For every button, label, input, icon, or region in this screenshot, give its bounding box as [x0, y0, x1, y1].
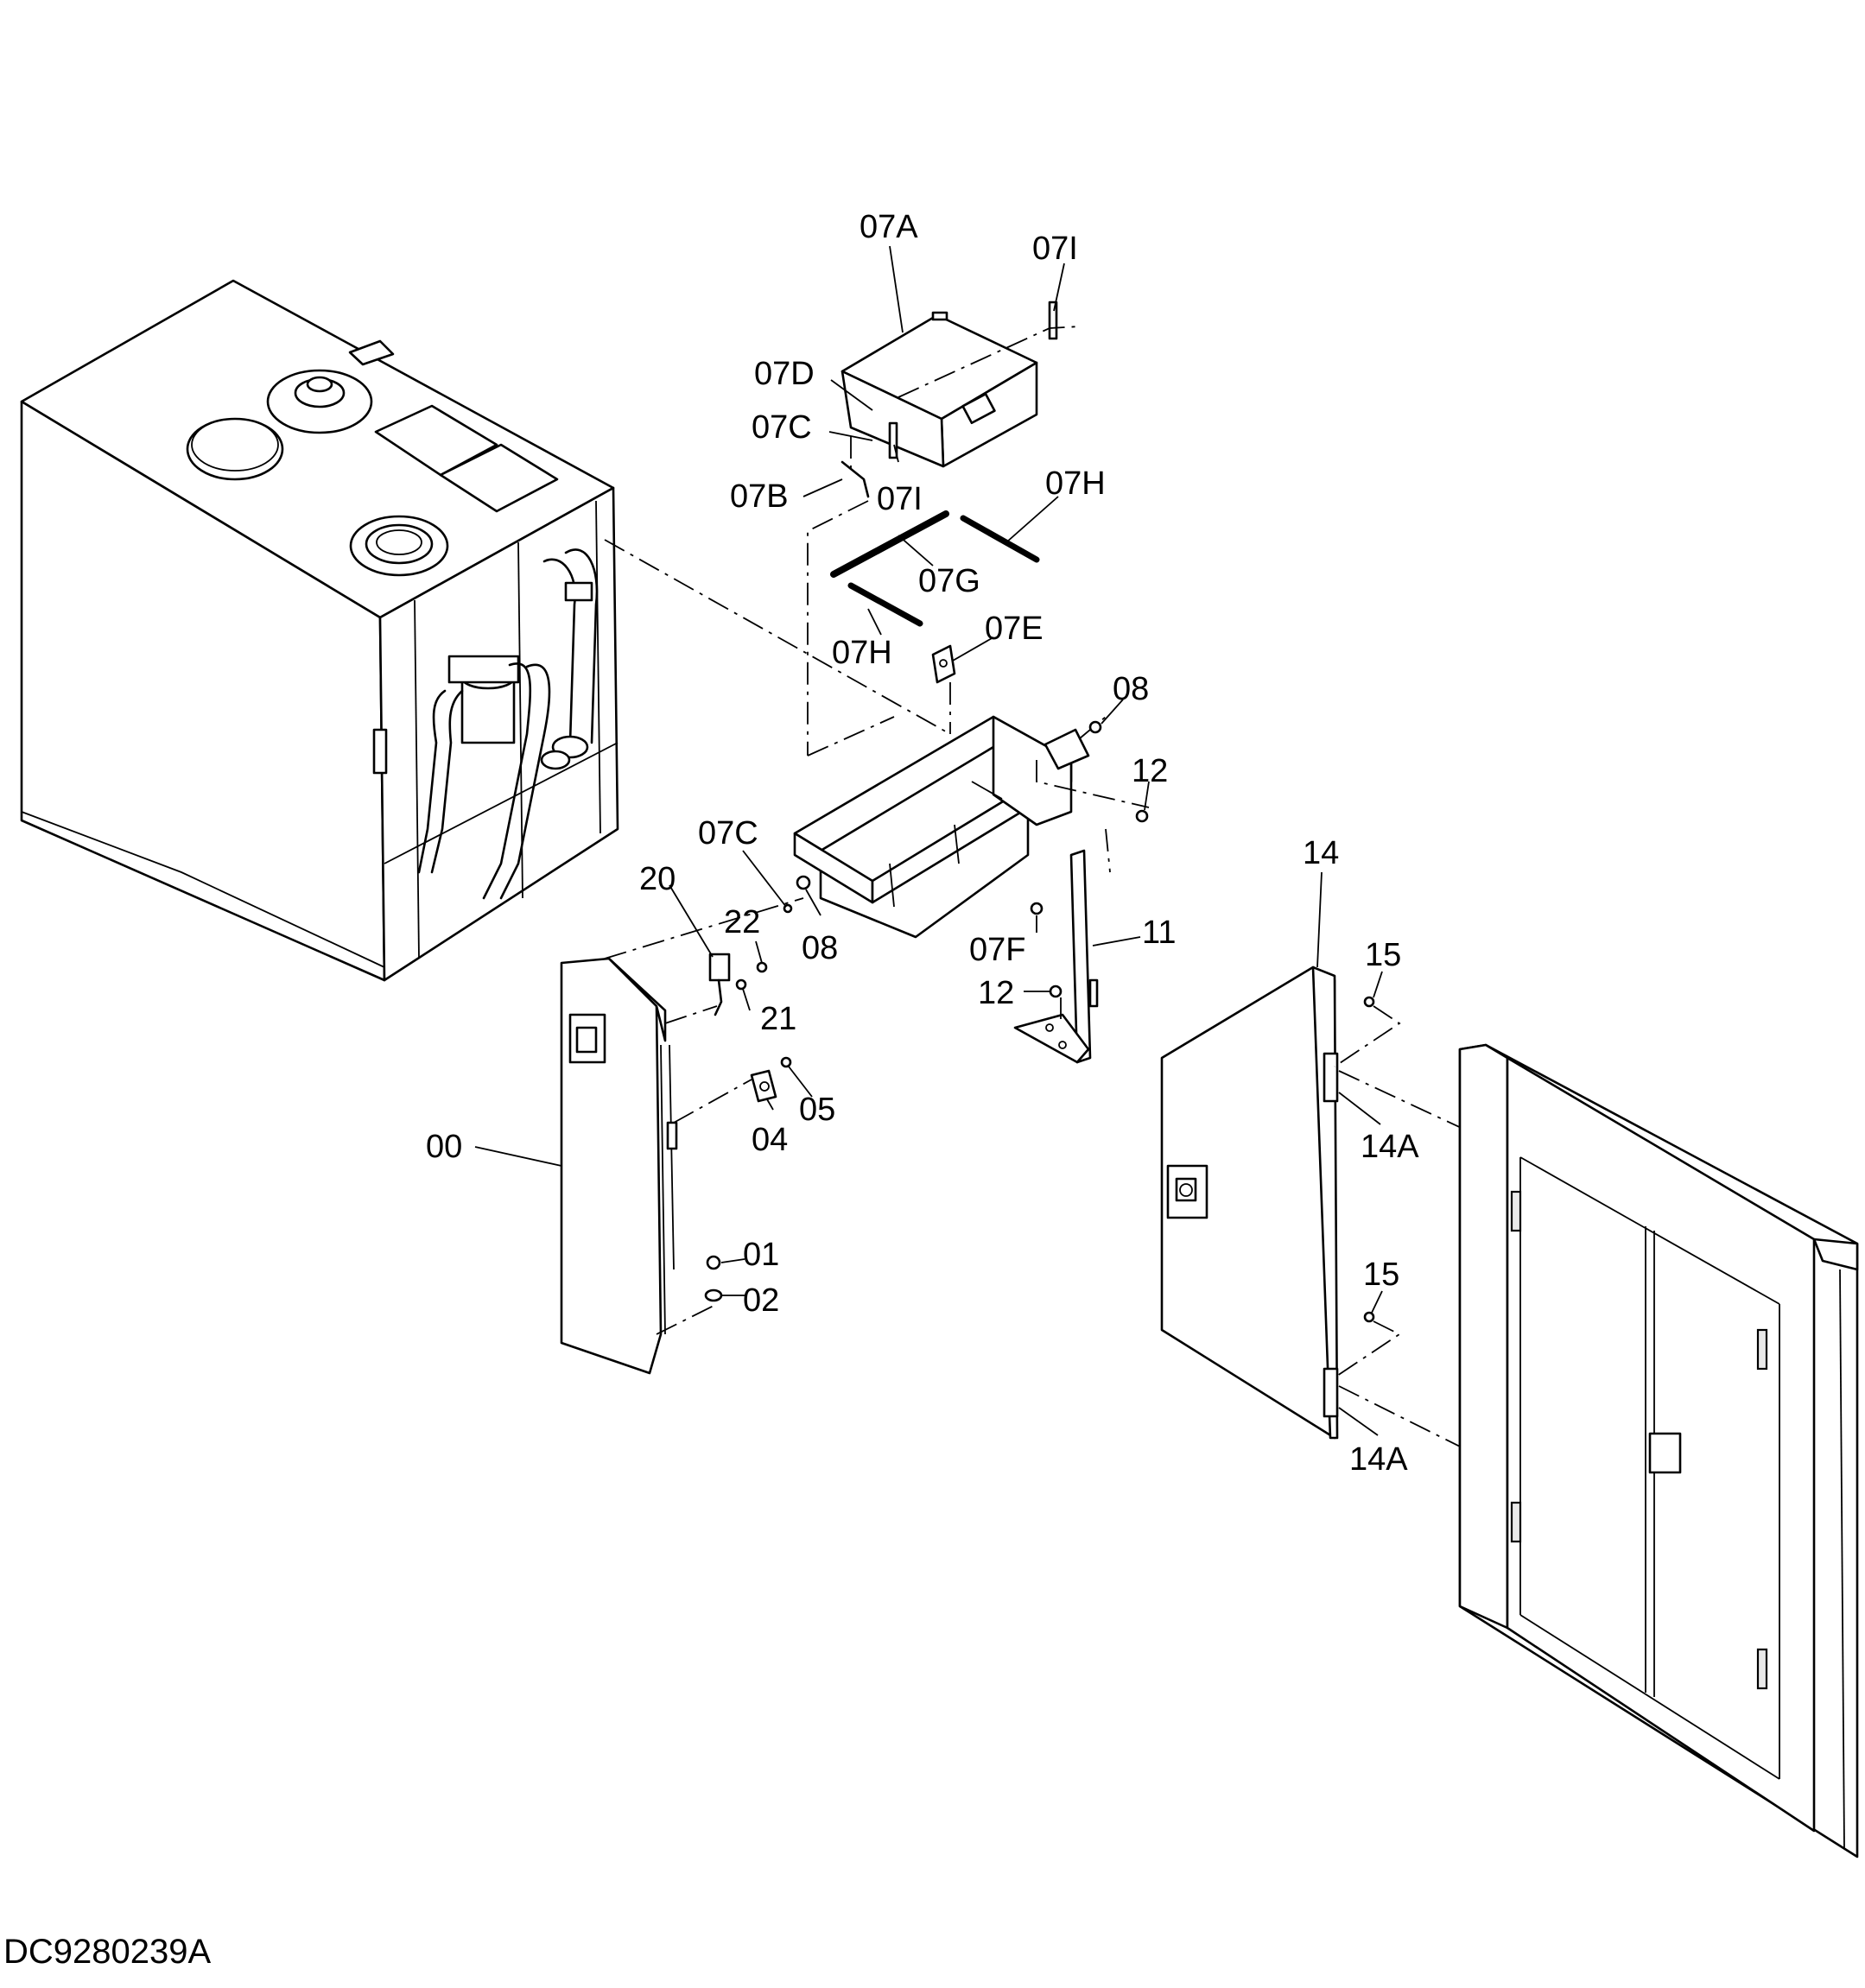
- callout-07C-top: 07C: [752, 409, 812, 446]
- callout-14: 14: [1303, 835, 1339, 871]
- hinge-14A-bottom: [1323, 1367, 1339, 1418]
- screw-05: [780, 1056, 792, 1068]
- bolt-12-mid: [1049, 985, 1063, 998]
- bolt-07F: [1030, 902, 1044, 915]
- callout-labels: 07A 07I 07D 07C 07I 07B 07H 07G 07H 07E …: [426, 209, 1419, 1478]
- leader-lines: [474, 245, 1383, 1436]
- callout-14A-top: 14A: [1361, 1129, 1419, 1165]
- pin-07I-top: [1048, 301, 1058, 340]
- callout-07C-mid: 07C: [698, 815, 758, 852]
- callout-00: 00: [426, 1129, 462, 1165]
- callout-07I-top: 07I: [1032, 231, 1078, 267]
- tank-assembly-line: [604, 539, 951, 735]
- callout-07A: 07A: [860, 209, 918, 245]
- hinge-14A-top: [1323, 1052, 1339, 1103]
- callout-04: 04: [752, 1122, 788, 1158]
- tank-cover-plate: [186, 417, 284, 481]
- callout-07D: 07D: [754, 356, 815, 392]
- tool-box-lid: [841, 311, 1038, 468]
- return-filter: [447, 655, 520, 744]
- bolt-12-top: [1135, 809, 1149, 823]
- callout-07H-bottom: 07H: [832, 635, 892, 671]
- callout-07B: 07B: [730, 478, 789, 515]
- bolt-01: [706, 1255, 721, 1270]
- callout-15-top: 15: [1365, 937, 1401, 973]
- hydraulic-tank: [20, 279, 619, 982]
- switch-assembly: [708, 953, 768, 1016]
- bracket-11: [1013, 849, 1099, 1064]
- strip-07G: [830, 510, 949, 578]
- callout-12-top: 12: [1132, 753, 1168, 789]
- callout-22: 22: [724, 904, 760, 940]
- door-14: [1160, 966, 1339, 1440]
- tank-suction-port: [349, 515, 449, 577]
- callout-08-mid: 08: [802, 930, 838, 966]
- screw-15-top: [1363, 996, 1375, 1008]
- door-frame: [1458, 1043, 1859, 1858]
- strip-07H-top: [960, 515, 1040, 563]
- callout-07I-mid: 07I: [877, 481, 923, 517]
- callout-07E: 07E: [985, 611, 1044, 647]
- callout-07F: 07F: [969, 932, 1025, 968]
- callout-07G: 07G: [918, 563, 980, 599]
- bolt-08-mid: [796, 875, 811, 890]
- pin-07I-mid: [888, 421, 898, 459]
- tank-filler-cap: [266, 369, 373, 434]
- callout-05: 05: [799, 1092, 835, 1128]
- callout-21: 21: [760, 1001, 796, 1037]
- latch-07E: [931, 644, 956, 684]
- tank-access-covers: [374, 404, 559, 513]
- callout-01: 01: [743, 1237, 779, 1273]
- strip-07H-bottom: [847, 582, 923, 627]
- spring-07B: [841, 460, 870, 498]
- callout-08-top: 08: [1113, 671, 1149, 707]
- drawing-code: DC9280239A: [3, 1933, 212, 1971]
- callout-11: 11: [1142, 915, 1176, 951]
- callout-20: 20: [639, 861, 676, 897]
- washer-02: [704, 1288, 723, 1302]
- side-door: [560, 957, 678, 1375]
- bolt-08-top: [1088, 720, 1102, 734]
- callout-15-bottom: 15: [1363, 1257, 1399, 1293]
- tool-box: [793, 715, 1090, 939]
- callout-02: 02: [743, 1282, 779, 1319]
- callout-14A-bottom: 14A: [1349, 1441, 1408, 1478]
- screw-15-bottom: [1363, 1311, 1375, 1323]
- latch-04: [750, 1069, 777, 1103]
- callout-12-mid: 12: [978, 975, 1014, 1011]
- callout-07H-top: 07H: [1045, 465, 1106, 502]
